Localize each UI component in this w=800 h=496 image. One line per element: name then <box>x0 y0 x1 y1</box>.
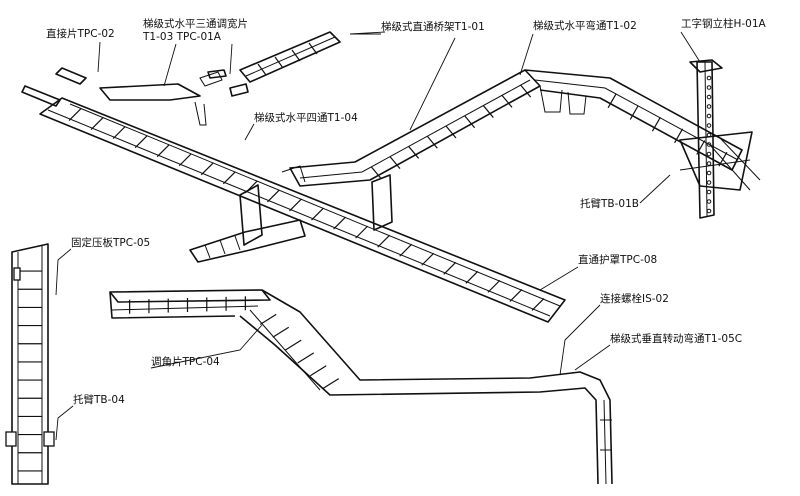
cantilever-arm-bracket <box>679 131 761 191</box>
column-bolt-hole <box>706 151 712 157</box>
label-tpc02: 直接片TPC-02 <box>46 27 115 40</box>
elbow-tray-rung <box>629 105 639 120</box>
column-bolt-hole <box>706 75 712 81</box>
column-bolt-hole <box>706 180 712 185</box>
slope-tray-rung <box>322 378 340 390</box>
upper-tray-rung <box>501 94 513 108</box>
label-t101: 梯级式直通桥架T1-01 <box>381 20 485 33</box>
elbow-tray-rung <box>651 116 661 132</box>
horizontal-elbow-tray <box>524 69 743 171</box>
vertical-ladder-tray <box>5 243 55 485</box>
column-bolt-hole <box>706 142 712 147</box>
main-tray-rung <box>399 243 413 257</box>
slope-tray-rung <box>284 339 302 351</box>
main-tray-rung <box>531 298 545 311</box>
main-diagonal-ladder-tray <box>39 97 566 323</box>
leader-lines <box>55 31 701 441</box>
column-bolt-hole <box>706 113 712 119</box>
main-tray-rung <box>200 162 214 176</box>
i-beam-column <box>689 59 723 219</box>
main-tray-rung <box>289 198 302 212</box>
main-tray-rung <box>421 252 435 266</box>
upper-tray-rung <box>370 166 382 180</box>
label-tpc08: 直通护罩TPC-08 <box>578 253 657 266</box>
elbow-tray-rung <box>607 93 617 109</box>
small-ladder-section <box>239 31 341 83</box>
column-bolt-hole <box>706 85 712 90</box>
upper-tray-rung <box>408 146 420 159</box>
four-way-cross-tray <box>189 165 393 263</box>
label-h01a: 工字钢立柱H-01A <box>681 17 767 30</box>
label-t105c: 梯级式垂直转动弯通T1-05C <box>610 332 742 345</box>
main-tray-rung <box>178 153 192 167</box>
main-tray-rung <box>377 234 391 248</box>
label-tpc01a-line2: T1-03 TPC-01A <box>142 31 222 43</box>
main-tray-rung <box>156 144 170 158</box>
main-tray-rung <box>112 126 126 140</box>
slope-tray-rung <box>259 313 277 325</box>
main-tray-rung <box>90 117 104 130</box>
label-tpc05: 固定压板TPC-05 <box>71 236 150 249</box>
main-tray-rung <box>465 270 479 284</box>
label-t104: 梯级式水平四通T1-04 <box>254 111 358 124</box>
label-t102: 梯级式水平弯通T1-02 <box>533 19 637 32</box>
upper-tray-rung <box>482 105 494 118</box>
upper-tray-rung <box>520 84 532 98</box>
main-tray-rung <box>68 108 82 121</box>
main-tray-rung <box>443 261 457 275</box>
column-bolt-hole <box>706 189 712 195</box>
label-is02: 连接螺栓IS-02 <box>600 292 669 305</box>
main-tray-rung <box>134 135 148 149</box>
upper-tray-rung <box>445 125 457 139</box>
main-tray-rung <box>509 289 523 302</box>
column-bolt-hole <box>706 208 712 214</box>
label-tpc01a-line1: 梯级式水平三通调宽片 <box>143 17 248 30</box>
upper-tray-rung <box>426 135 438 149</box>
column-bolt-hole <box>706 104 712 109</box>
main-tray-rung <box>267 189 280 203</box>
slope-tray-rung <box>297 352 315 364</box>
column-bolt-hole <box>706 199 712 204</box>
main-tray-rung <box>311 207 324 221</box>
upper-tray-rung <box>464 115 476 129</box>
main-tray-rung <box>222 171 236 185</box>
column-bolt-hole <box>706 170 712 176</box>
label-tb04: 托臂TB-04 <box>73 393 125 406</box>
slope-tray-rung <box>272 326 290 338</box>
upper-straight-ladder-tray <box>289 69 541 187</box>
column-bolt-hole <box>706 94 712 100</box>
connector-plate-pieces <box>21 67 249 126</box>
column-bolt-hole <box>706 161 712 166</box>
elbow-tray-rung <box>674 128 684 144</box>
main-tray-rung <box>487 279 501 293</box>
vertical-turn-tray <box>109 289 613 485</box>
upper-tray-rung <box>389 156 401 170</box>
main-tray-rung <box>333 216 346 230</box>
main-tray-rung <box>355 225 369 239</box>
slope-tray-rung <box>309 365 327 377</box>
column-bolt-hole <box>706 123 712 128</box>
label-tb01b: 托臂TB-01B <box>580 197 639 210</box>
